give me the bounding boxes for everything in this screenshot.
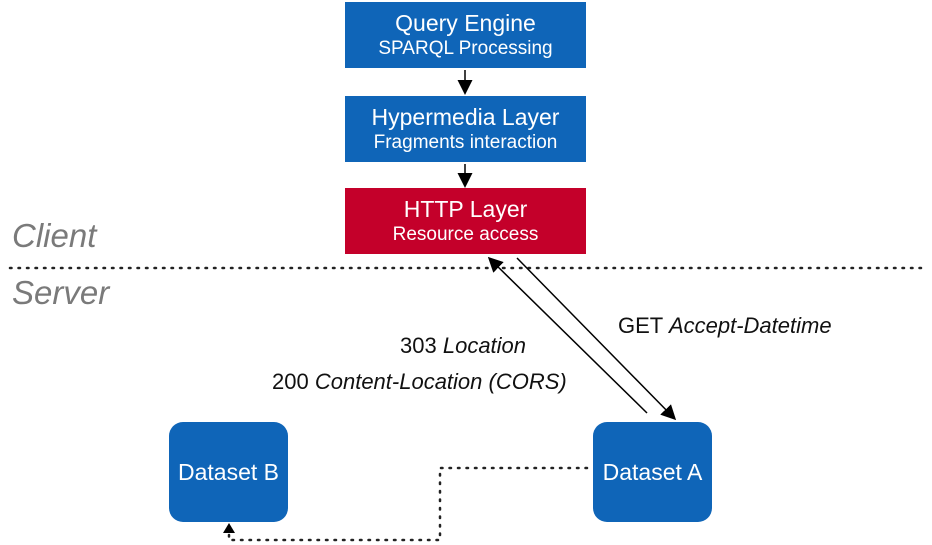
client-zone-label: Client — [12, 217, 97, 254]
http-layer-box: HTTP Layer Resource access — [345, 188, 586, 254]
response-303-code: 303 — [400, 333, 437, 358]
response-200-code: 200 — [272, 369, 309, 394]
request-header: Accept-Datetime — [668, 313, 832, 338]
redirect-arrowhead — [223, 523, 235, 533]
dataset-b-box: Dataset B — [169, 422, 288, 522]
request-label: GET Accept-Datetime — [618, 313, 832, 339]
response-200-label: 200 Content-Location (CORS) — [272, 369, 567, 395]
redirect-path — [227, 466, 589, 542]
request-arrow — [516, 257, 677, 421]
hypermedia-layer-box: Hypermedia Layer Fragments interaction — [345, 96, 586, 162]
query-engine-subtitle: SPARQL Processing — [378, 38, 553, 59]
hypermedia-layer-title: Hypermedia Layer — [371, 104, 560, 130]
query-engine-box: Query Engine SPARQL Processing — [345, 2, 586, 68]
query-engine-title: Query Engine — [395, 10, 536, 36]
dataset-a-box: Dataset A — [593, 422, 712, 522]
hypermedia-layer-subtitle: Fragments interaction — [373, 132, 558, 153]
http-layer-title: HTTP Layer — [403, 196, 528, 222]
response-303-label: 303 Location — [400, 333, 526, 359]
request-method: GET — [618, 313, 663, 338]
response-200-header: Content-Location (CORS) — [314, 369, 567, 394]
server-zone-label: Server — [12, 274, 110, 311]
response-arrow — [487, 256, 648, 414]
response-303-header: Location — [442, 333, 527, 358]
http-layer-subtitle: Resource access — [392, 224, 539, 245]
